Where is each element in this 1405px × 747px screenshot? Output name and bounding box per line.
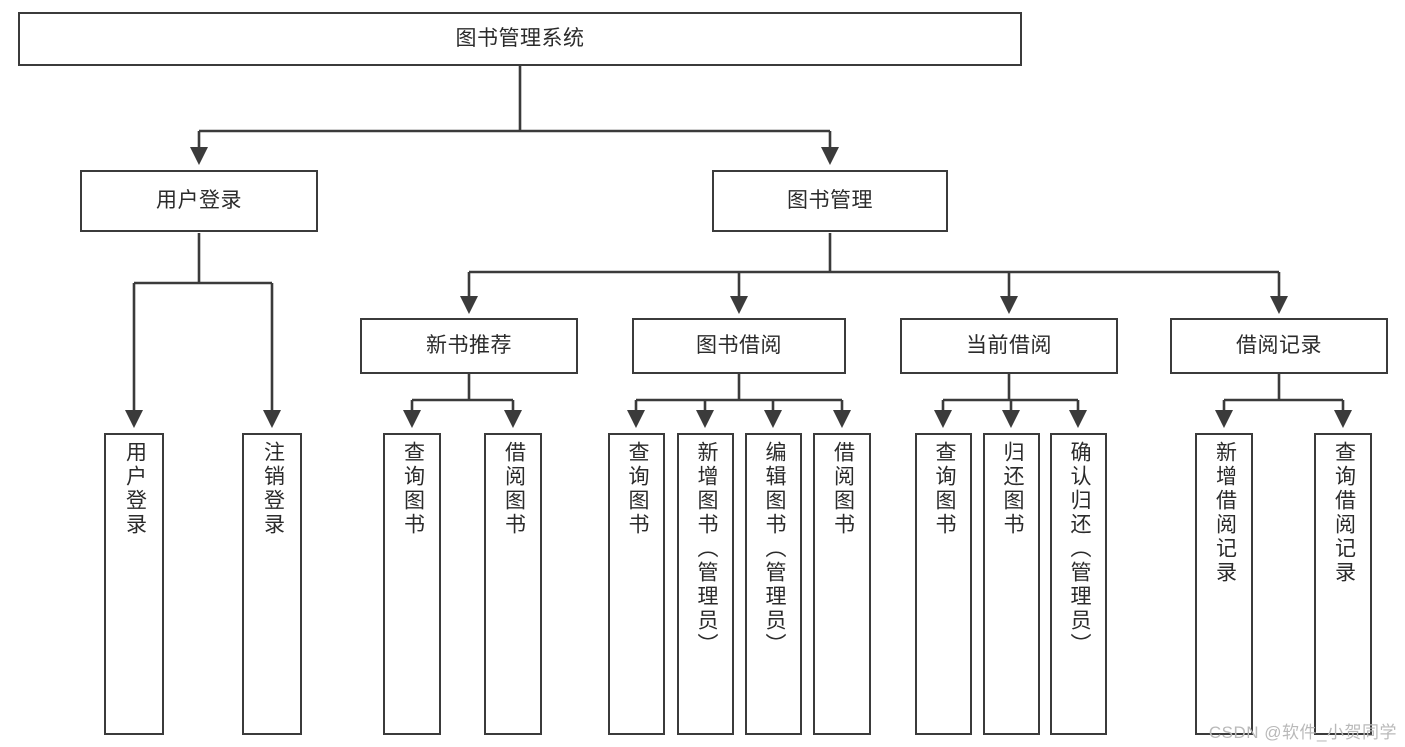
node-new-book-recommend-label: 新书推荐 — [426, 334, 512, 358]
node-leaf-edit-book-label: 编辑图书（管理员） — [762, 441, 786, 657]
node-leaf-user-login[interactable]: 用户登录 — [104, 433, 164, 735]
node-current-borrow[interactable]: 当前借阅 — [900, 318, 1118, 374]
node-user-login-label: 用户登录 — [156, 189, 242, 213]
node-current-borrow-label: 当前借阅 — [966, 334, 1052, 358]
node-leaf-confirm-return[interactable]: 确认归还（管理员） — [1050, 433, 1107, 735]
node-leaf-query-book-3-label: 查询图书 — [932, 441, 956, 537]
node-leaf-query-book-2-label: 查询图书 — [625, 441, 649, 537]
node-leaf-borrow-book-1[interactable]: 借阅图书 — [484, 433, 542, 735]
node-borrow-record[interactable]: 借阅记录 — [1170, 318, 1388, 374]
node-leaf-query-book-3[interactable]: 查询图书 — [915, 433, 972, 735]
node-leaf-borrow-book-1-label: 借阅图书 — [502, 441, 526, 537]
node-leaf-query-book-1-label: 查询图书 — [401, 441, 425, 537]
node-leaf-return-book-label: 归还图书 — [1000, 441, 1024, 537]
node-book-management-label: 图书管理 — [787, 189, 873, 213]
node-leaf-add-record[interactable]: 新增借阅记录 — [1195, 433, 1253, 735]
node-leaf-edit-book[interactable]: 编辑图书（管理员） — [745, 433, 802, 735]
node-leaf-add-record-label: 新增借阅记录 — [1213, 441, 1237, 585]
node-new-book-recommend[interactable]: 新书推荐 — [360, 318, 578, 374]
node-leaf-query-record[interactable]: 查询借阅记录 — [1314, 433, 1372, 735]
node-root[interactable]: 图书管理系统 — [18, 12, 1022, 66]
node-leaf-borrow-book-2-label: 借阅图书 — [831, 441, 855, 537]
node-leaf-confirm-return-label: 确认归还（管理员） — [1067, 441, 1091, 657]
node-book-borrow[interactable]: 图书借阅 — [632, 318, 846, 374]
node-leaf-add-book[interactable]: 新增图书（管理员） — [677, 433, 734, 735]
node-leaf-logout-login-label: 注销登录 — [261, 441, 285, 537]
node-leaf-logout-login[interactable]: 注销登录 — [242, 433, 302, 735]
node-leaf-query-book-1[interactable]: 查询图书 — [383, 433, 441, 735]
node-leaf-query-record-label: 查询借阅记录 — [1332, 441, 1356, 585]
node-borrow-record-label: 借阅记录 — [1236, 334, 1322, 358]
node-leaf-query-book-2[interactable]: 查询图书 — [608, 433, 665, 735]
node-book-borrow-label: 图书借阅 — [696, 334, 782, 358]
node-user-login[interactable]: 用户登录 — [80, 170, 318, 232]
node-leaf-borrow-book-2[interactable]: 借阅图书 — [813, 433, 871, 735]
node-root-label: 图书管理系统 — [455, 27, 585, 51]
node-leaf-add-book-label: 新增图书（管理员） — [694, 441, 718, 657]
node-book-management[interactable]: 图书管理 — [712, 170, 948, 232]
node-leaf-user-login-label: 用户登录 — [123, 441, 147, 537]
node-leaf-return-book[interactable]: 归还图书 — [983, 433, 1040, 735]
